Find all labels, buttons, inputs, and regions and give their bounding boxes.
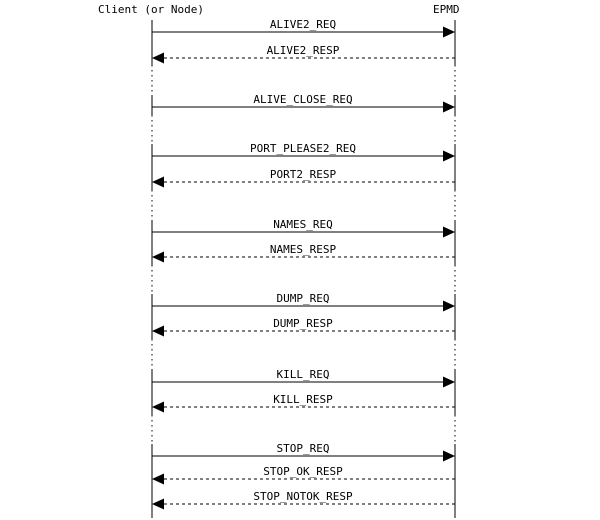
arrow-head-icon	[152, 473, 164, 485]
arrow-head-icon	[443, 376, 455, 388]
arrow-head-icon	[152, 498, 164, 510]
message-label: ALIVE_CLOSE_REQ	[253, 93, 352, 106]
message-alive-close-req: ALIVE_CLOSE_REQ	[152, 93, 455, 113]
message-alive2-resp: ALIVE2_RESP	[152, 44, 455, 64]
messages-group: ALIVE2_REQ ALIVE2_RESP ALIVE_CLOSE_REQ PORT…	[152, 18, 455, 510]
actor-label-epmd: EPMD	[433, 3, 460, 16]
arrow-head-icon	[152, 401, 164, 413]
arrow-head-icon	[152, 251, 164, 263]
arrow-head-icon	[152, 325, 164, 337]
arrow-head-icon	[443, 101, 455, 113]
actor-label-client: Client (or Node)	[98, 3, 204, 16]
message-stop-ok-resp: STOP_OK_RESP	[152, 465, 455, 485]
arrow-head-icon	[152, 176, 164, 188]
actor-headers-group: Client (or Node) EPMD	[98, 3, 460, 16]
message-label: NAMES_REQ	[273, 218, 333, 231]
message-label: DUMP_RESP	[273, 317, 333, 330]
message-names-req: NAMES_REQ	[152, 218, 455, 238]
message-names-resp: NAMES_RESP	[152, 243, 455, 263]
message-dump-req: DUMP_REQ	[152, 292, 455, 312]
message-label: STOP_NOTOK_RESP	[253, 490, 353, 503]
message-dump-resp: DUMP_RESP	[152, 317, 455, 337]
arrow-head-icon	[152, 52, 164, 64]
message-stop-req: STOP_REQ	[152, 442, 455, 462]
message-label: DUMP_REQ	[277, 292, 330, 305]
message-label: STOP_REQ	[277, 442, 330, 455]
message-port2-resp: PORT2_RESP	[152, 168, 455, 188]
arrow-head-icon	[443, 226, 455, 238]
message-label: KILL_RESP	[273, 393, 333, 406]
message-alive2-req: ALIVE2_REQ	[152, 18, 455, 38]
arrow-head-icon	[443, 300, 455, 312]
message-stop-notok-resp: STOP_NOTOK_RESP	[152, 490, 455, 510]
message-label: KILL_REQ	[277, 368, 330, 381]
message-label: STOP_OK_RESP	[263, 465, 343, 478]
arrow-head-icon	[443, 26, 455, 38]
arrow-head-icon	[443, 150, 455, 162]
message-port-please2-req: PORT_PLEASE2_REQ	[152, 142, 455, 162]
arrow-head-icon	[443, 450, 455, 462]
message-label: ALIVE2_RESP	[267, 44, 340, 57]
message-label: ALIVE2_REQ	[270, 18, 336, 31]
message-kill-resp: KILL_RESP	[152, 393, 455, 413]
message-label: PORT_PLEASE2_REQ	[250, 142, 356, 155]
message-label: NAMES_RESP	[270, 243, 337, 256]
message-label: PORT2_RESP	[270, 168, 337, 181]
message-kill-req: KILL_REQ	[152, 368, 455, 388]
